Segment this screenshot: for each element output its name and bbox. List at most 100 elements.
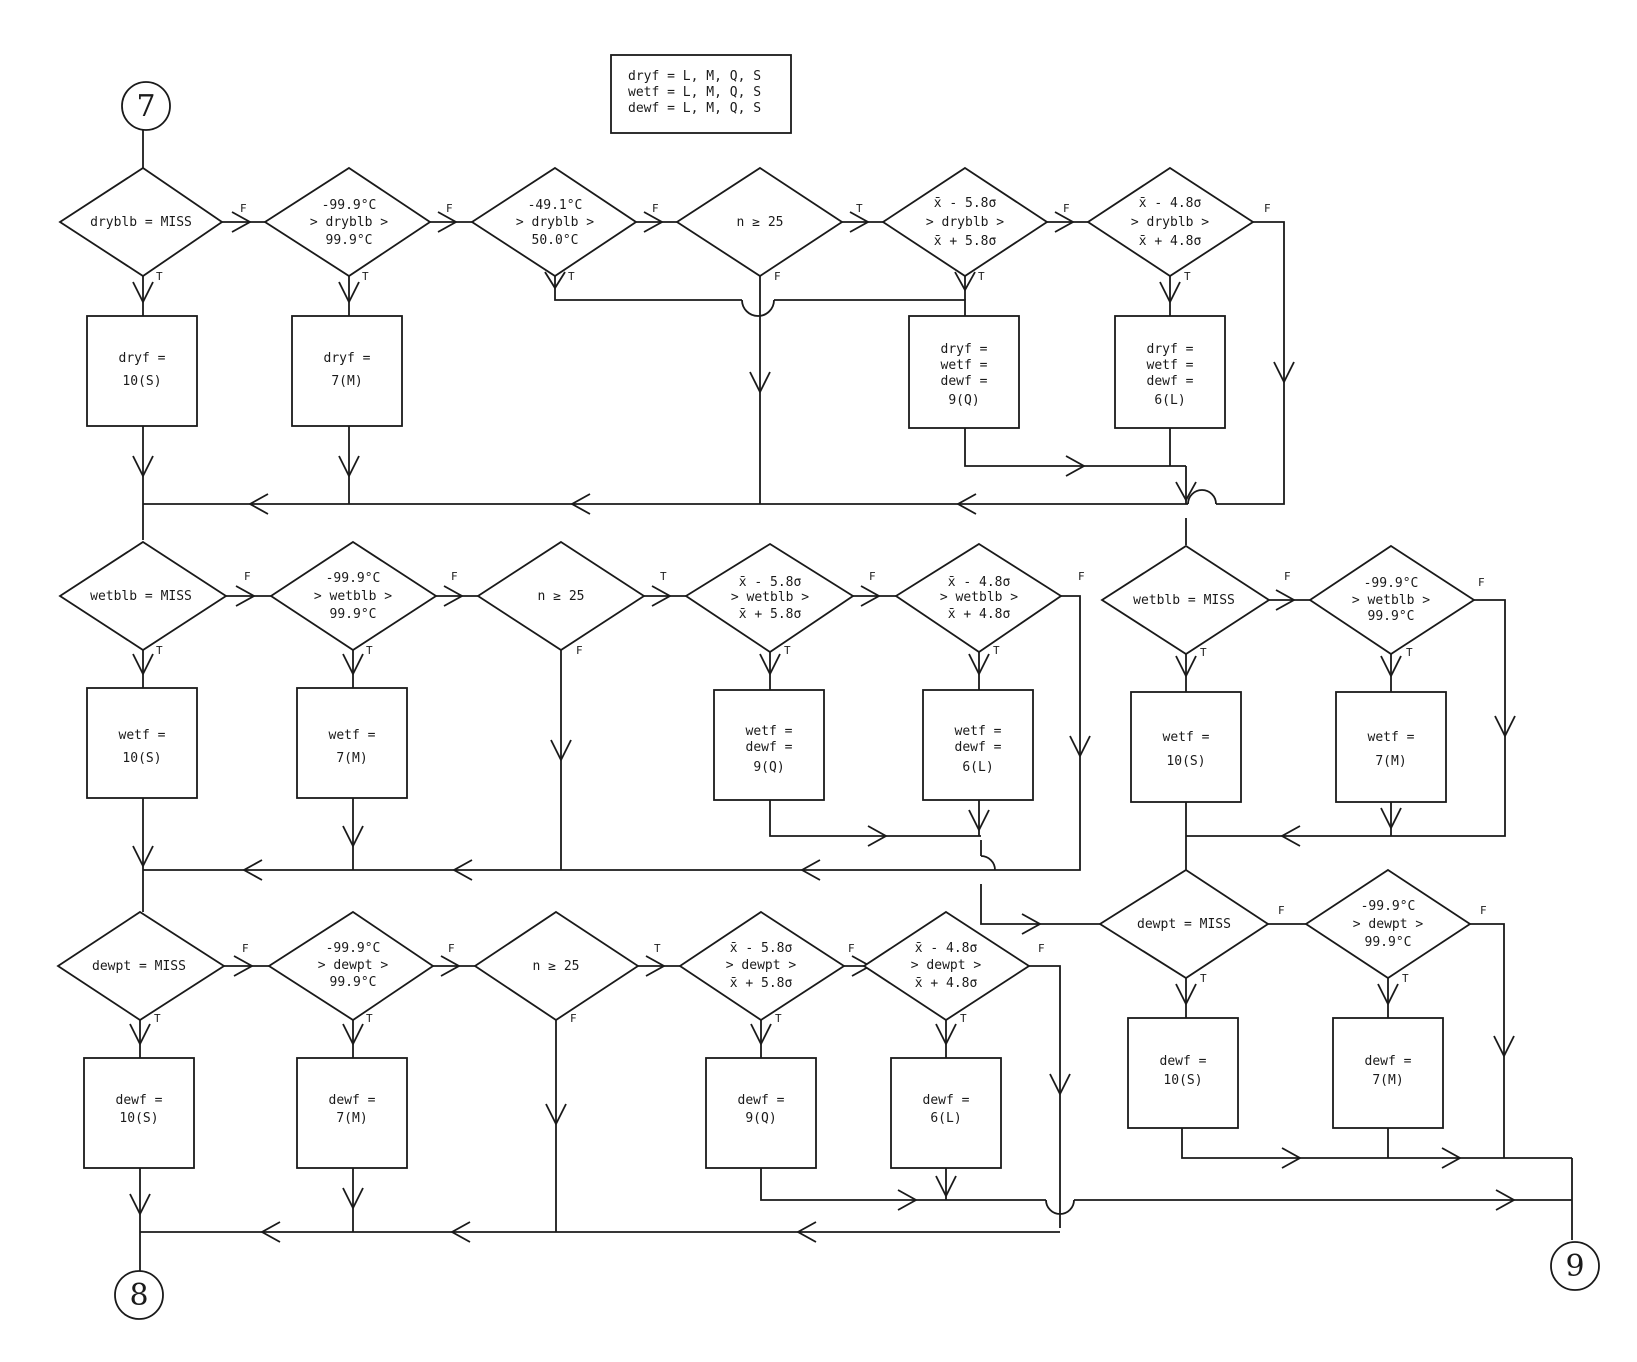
decision-dewpoint-missing [56, 910, 226, 1022]
decision-text: -99.9°C [326, 941, 381, 956]
legend-line: dewf = L, M, Q, S [628, 101, 761, 116]
box-dewf-7m-right [1332, 1017, 1444, 1129]
connector-9 [1550, 1241, 1600, 1291]
flow-shapes [56, 54, 1600, 1320]
decision-text: > dewpt > [1353, 917, 1424, 932]
box-text: wetf = [119, 728, 166, 743]
decision-text: dewpt = MISS [1137, 917, 1231, 932]
box-text: 6(L) [962, 760, 993, 775]
box-wetf-7m-right [1335, 691, 1447, 803]
branch-false-label: F [774, 270, 781, 283]
decision-text: > dewpt > [911, 958, 982, 973]
decision-text: x̄ + 4.8σ [948, 607, 1011, 622]
decision-text: -99.9°C [326, 571, 381, 586]
branch-false-label: F [848, 942, 855, 955]
branch-false-label: F [1284, 570, 1291, 583]
box-text: dewf = [941, 374, 988, 389]
decision-text: n ≥ 25 [737, 215, 784, 230]
branch-true-label: T [568, 270, 575, 283]
box-text: dryf = [324, 351, 371, 366]
decision-text: -99.9°C [1364, 576, 1419, 591]
branch-true-label: T [1200, 972, 1207, 985]
box-text: dewf = [923, 1093, 970, 1108]
flow-arrows [129, 211, 1516, 1243]
decision-drybulb-range-49 [470, 166, 638, 278]
decision-drybulb-58sigma [881, 166, 1049, 278]
decision-text: x̄ - 4.8σ [1139, 196, 1202, 211]
box-text: wetf = [1368, 730, 1415, 745]
branch-false-label: F [1038, 942, 1045, 955]
box-text: 7(M) [336, 1111, 367, 1126]
box-text: 10(S) [122, 751, 161, 766]
decision-text: 50.0°C [532, 233, 579, 248]
decision-text: x̄ + 5.8σ [739, 607, 802, 622]
branch-false-label: F [1078, 570, 1085, 583]
decision-text: > dryblb > [926, 215, 1004, 230]
box-dryf-10s [86, 315, 198, 427]
decision-text: dryblb = MISS [90, 215, 192, 230]
box-text: 7(M) [331, 374, 362, 389]
box-text: 10(S) [1163, 1073, 1202, 1088]
branch-false-label: F [242, 942, 249, 955]
decision-drybulb-missing [58, 166, 224, 278]
connector-9-label: 9 [1565, 1249, 1584, 1284]
box-text: wetf = [941, 358, 988, 373]
box-wetf-6l [922, 689, 1034, 801]
decision-text: -99.9°C [1361, 899, 1416, 914]
box-wetf-9q [713, 689, 825, 801]
box-text: dewf = [1160, 1054, 1207, 1069]
box-dewf-6l [890, 1057, 1002, 1169]
box-text: wetf = [955, 724, 1002, 739]
box-text: dryf = [941, 342, 988, 357]
decision-wetbulb-58sigma [684, 542, 855, 654]
decision-text: 99.9°C [1365, 935, 1412, 950]
decision-wetbulb-range [269, 540, 438, 652]
box-text: 9(Q) [948, 393, 979, 408]
decision-text: > wetblb > [1352, 593, 1430, 608]
decision-dewpoint-range [267, 910, 435, 1022]
branch-false-label: F [1478, 576, 1485, 589]
decision-text: > wetblb > [314, 589, 392, 604]
decision-text: x̄ + 5.8σ [730, 976, 793, 991]
decision-text: x̄ - 5.8σ [730, 941, 793, 956]
branch-true-label: T [654, 942, 661, 955]
box-text: dewf = [329, 1093, 376, 1108]
decision-drybulb-n [675, 166, 844, 278]
box-text: dewf = [738, 1093, 785, 1108]
box-dewf-7m [296, 1057, 408, 1169]
flow-lines [139, 129, 1573, 1275]
decision-wetbulb-48sigma [894, 542, 1063, 654]
box-dewf-10s [83, 1057, 195, 1169]
box-dryf-6l [1114, 315, 1226, 429]
box-dryf-9q [908, 315, 1020, 429]
branch-false-label: F [448, 942, 455, 955]
box-text: 7(M) [336, 751, 367, 766]
decision-text: 99.9°C [1368, 609, 1415, 624]
connector-8-label: 8 [129, 1278, 148, 1313]
decision-wetbulb-n [476, 540, 646, 652]
branch-true-label: T [154, 1012, 161, 1025]
branch-true-label: T [1402, 972, 1409, 985]
branch-false-label: F [1278, 904, 1285, 917]
branch-true-label: T [366, 1012, 373, 1025]
decision-text: n ≥ 25 [533, 959, 580, 974]
box-text: dewf = [746, 740, 793, 755]
box-dewf-9q [705, 1057, 817, 1169]
branch-true-label: T [784, 644, 791, 657]
box-text: 7(M) [1372, 1073, 1403, 1088]
box-wetf-7m [296, 687, 408, 799]
box-text: 6(L) [930, 1111, 961, 1126]
decision-text: x̄ - 4.8σ [915, 941, 978, 956]
branch-true-label: T [1184, 270, 1191, 283]
branch-false-label: F [652, 202, 659, 215]
connector-8 [114, 1270, 164, 1320]
legend-box [610, 54, 792, 134]
connector-7-label: 7 [136, 89, 155, 124]
branch-false-label: F [1063, 202, 1070, 215]
box-text: dryf = [119, 351, 166, 366]
box-text: 10(S) [119, 1111, 158, 1126]
branch-true-label: T [1200, 646, 1207, 659]
legend-line: dryf = L, M, Q, S [628, 69, 761, 84]
decision-text: -49.1°C [528, 198, 583, 213]
